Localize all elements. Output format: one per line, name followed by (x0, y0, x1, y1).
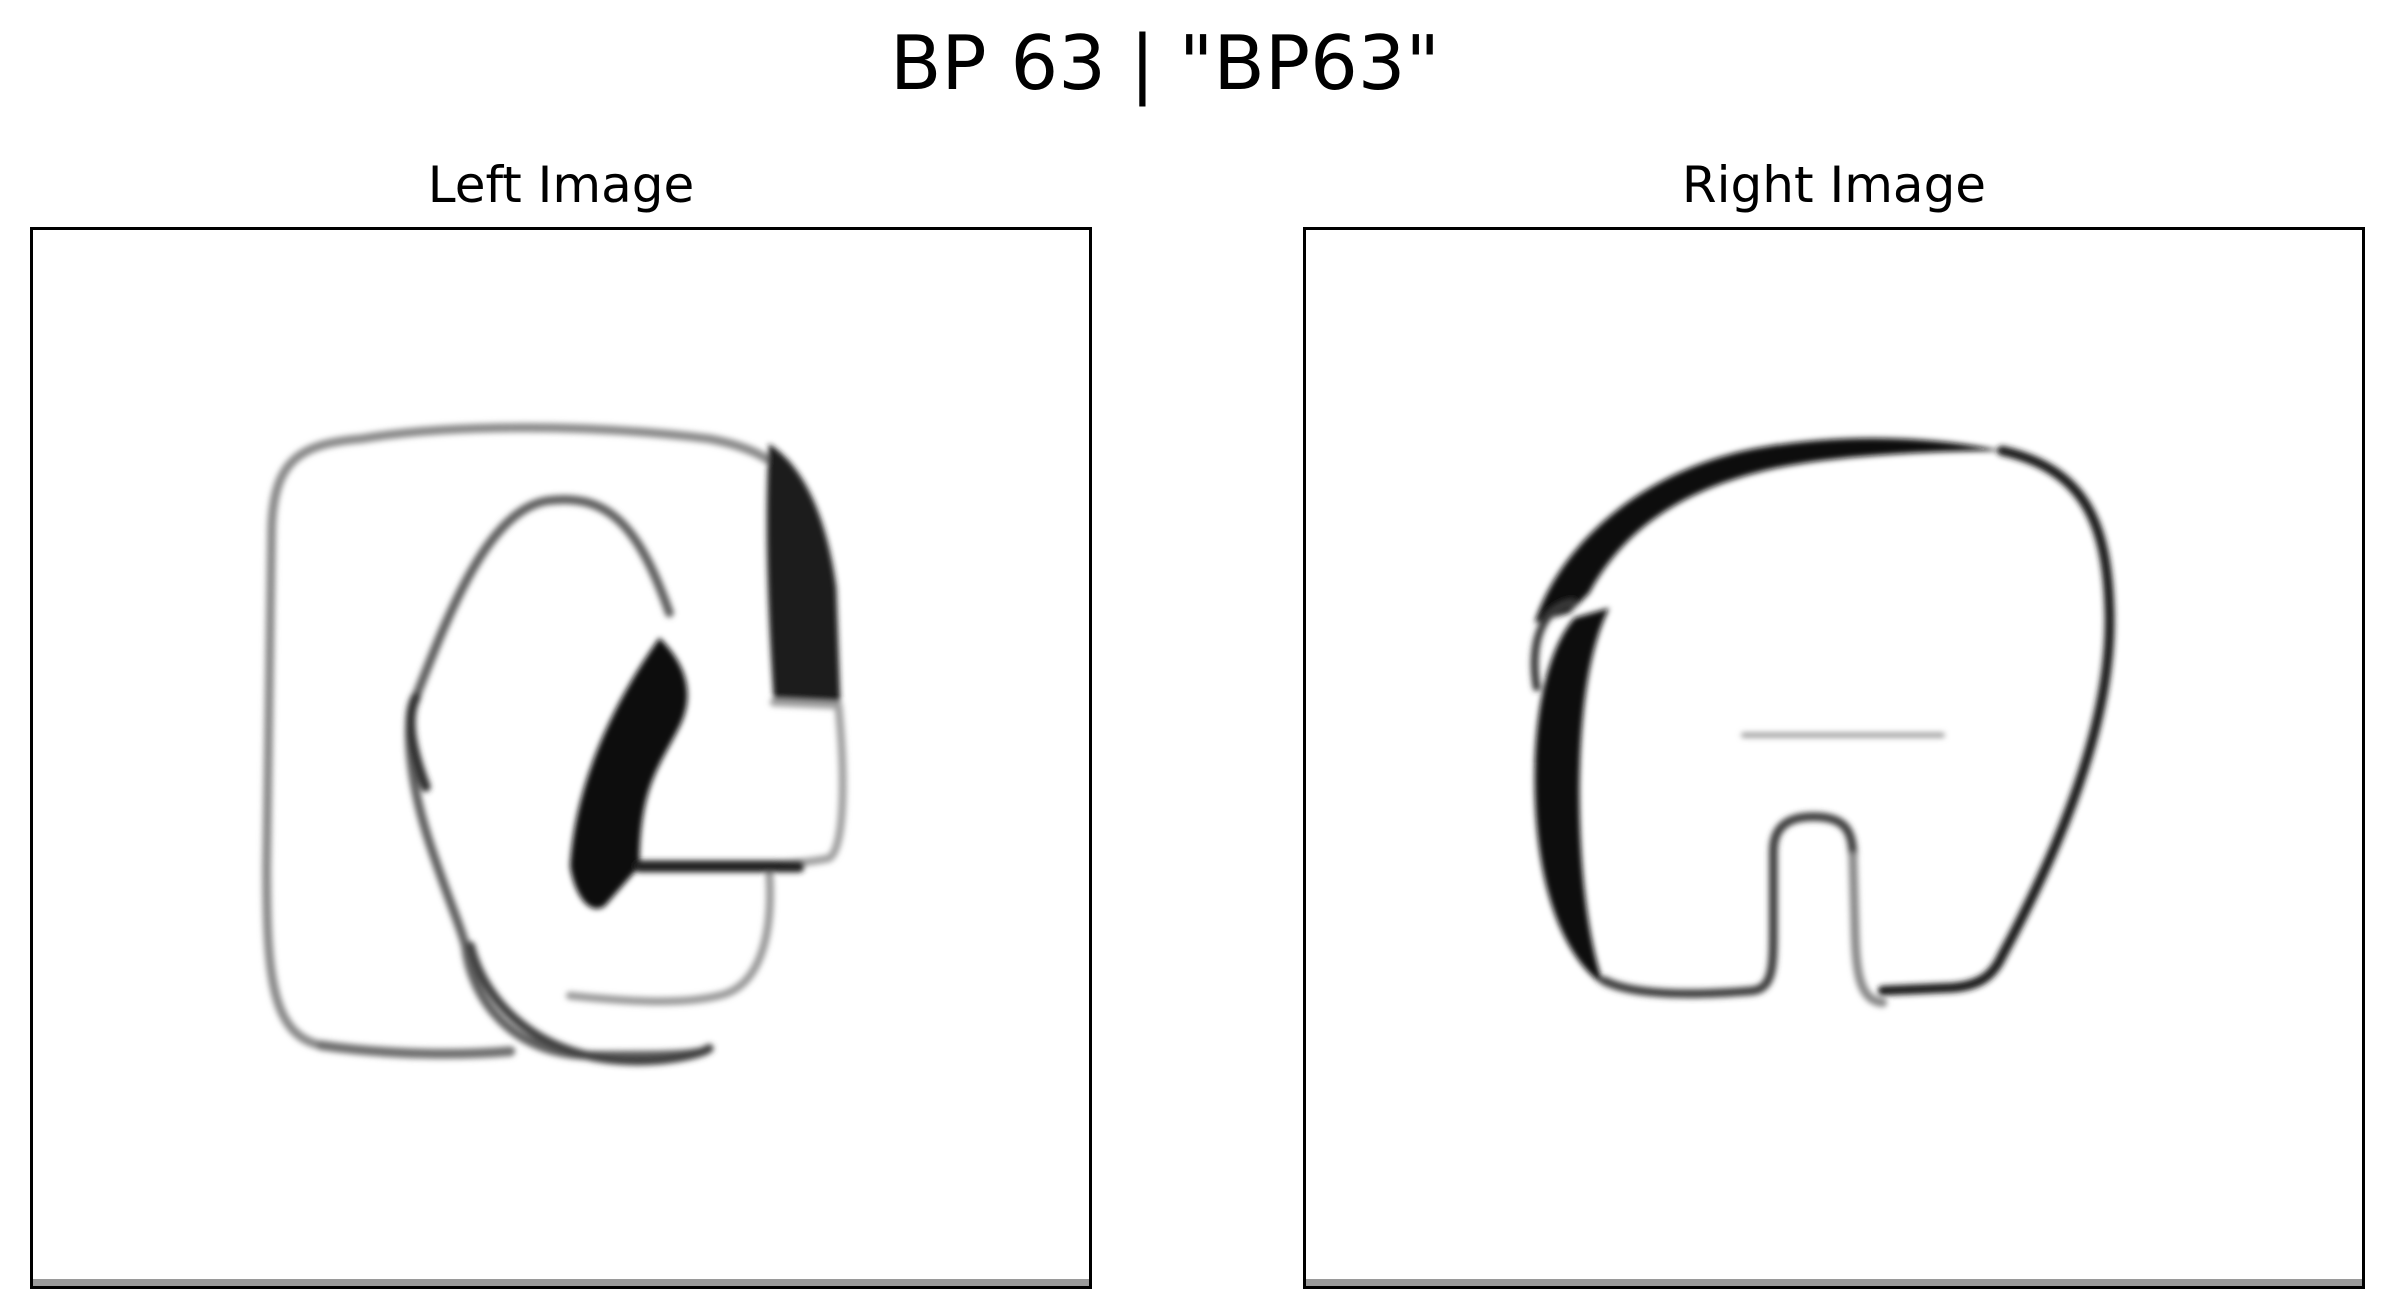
inner-loop-left-edge (405, 692, 431, 792)
outer-frame-bottom-stroke (316, 1040, 516, 1059)
left-foot-stroke (1599, 812, 1858, 999)
right-panel-title: Right Image (1681, 156, 1987, 214)
outer-frame-stroke (262, 423, 819, 1050)
center-thick-stroke (569, 637, 688, 909)
inner-leg-stroke (1848, 851, 1888, 1008)
arch-left-band (1534, 607, 1610, 986)
right-image-panel (1303, 227, 2365, 1289)
inner-notch-stroke (665, 698, 847, 871)
inner-loop-stroke (405, 495, 709, 1060)
right-thick-side (766, 443, 841, 703)
figure-title: BP 63 | "BP63" (889, 19, 1440, 107)
arch-right-stroke (1877, 445, 2115, 996)
bottom-arc-stroke (466, 941, 714, 1066)
left-image-panel (30, 227, 1092, 1289)
left-drawing (262, 423, 847, 1066)
arch-left-hook (1530, 598, 1577, 692)
right-drawing (1530, 438, 2115, 1008)
inner-notch-lower (565, 862, 774, 1006)
arch-top-band (1534, 438, 2003, 623)
left-panel-title: Left Image (427, 156, 695, 214)
